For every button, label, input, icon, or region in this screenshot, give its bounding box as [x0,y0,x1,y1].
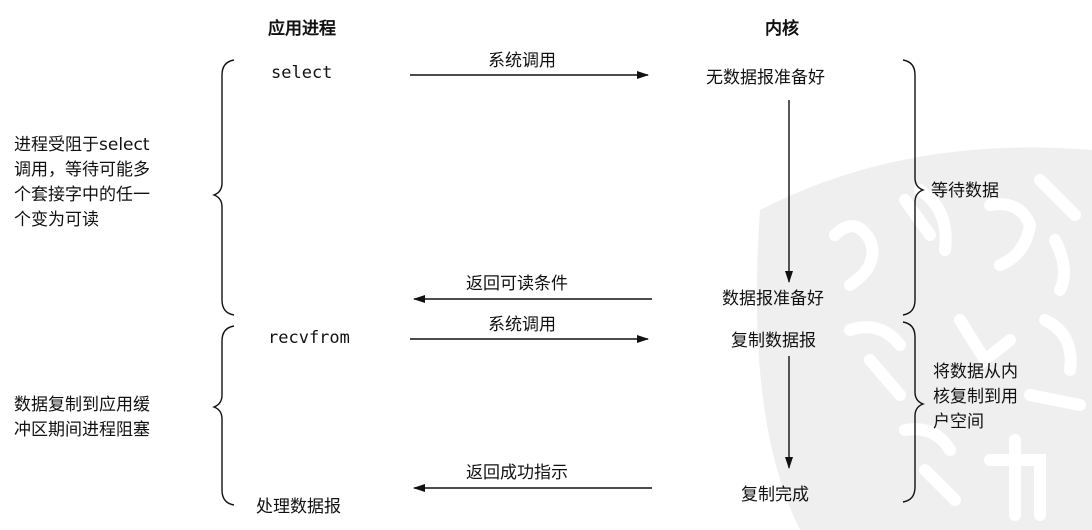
note-copy-to-user-line: 核复制到用 [933,387,1018,407]
note-block-copy-line: 数据复制到应用缓 [14,395,150,415]
header-kernel: 内核 [765,19,799,39]
note-copy-to-user-line: 户空间 [933,412,984,432]
kernel-datagram-ready: 数据报准备好 [722,289,824,309]
app-recvfrom-call: recvfrom [268,328,350,348]
note-wait-data: 等待数据 [931,181,999,201]
note-block-select-line: 个套接字中的任一 [14,185,150,205]
kernel-copy-complete: 复制完成 [741,485,809,505]
label-syscall-1: 系统调用 [488,51,556,71]
label-return-success: 返回成功指示 [466,463,568,483]
note-block-copy-line: 冲区期间进程阻塞 [14,420,150,440]
kernel-no-datagram-ready: 无数据报准备好 [706,68,825,88]
note-block-select-line: 调用，等待可能多 [14,160,150,180]
note-copy-to-user-line: 将数据从内 [933,362,1018,382]
label-syscall-2: 系统调用 [488,315,556,335]
label-return-readable: 返回可读条件 [466,274,568,294]
left-brace-copy [212,325,235,506]
header-app-process: 应用进程 [268,19,336,39]
app-process-datagram: 处理数据报 [256,497,341,517]
right-brace-wait [902,59,925,316]
note-block-select: 进程受阻于select 调用，等待可能多 个套接字中的任一 个变为可读 [14,133,150,233]
note-copy-to-user: 将数据从内 核复制到用 户空间 [933,360,1018,435]
right-brace-copy [902,321,925,503]
note-block-copy: 数据复制到应用缓 冲区期间进程阻塞 [14,393,150,443]
kernel-copy-datagram: 复制数据报 [731,331,816,351]
note-block-select-line: 进程受阻于select [14,135,150,155]
note-block-select-line: 个变为可读 [14,210,99,230]
app-select-call: select [271,63,333,83]
left-brace-select [212,59,235,316]
